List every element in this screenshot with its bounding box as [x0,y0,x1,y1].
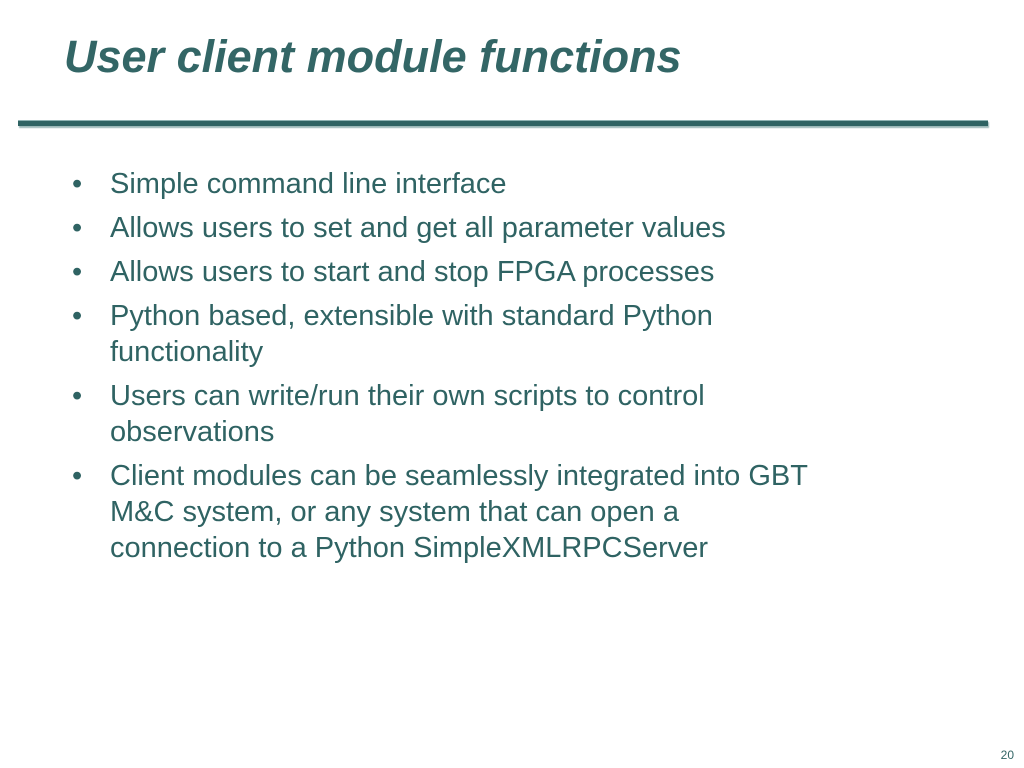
bullet-text: Allows users to start and stop FPGA proc… [110,256,715,288]
bullet-icon: • [72,212,83,244]
page-number: 20 [1000,748,1014,762]
bullet-item-6: • Client modules can be seamlessly integ… [72,458,972,566]
bullet-icon: • [72,300,83,332]
title-divider [18,120,988,126]
slide-title: User client module functions [64,31,682,82]
bullet-item-2: • Allows users to set and get all parame… [72,210,972,246]
bullet-item-3: • Allows users to start and stop FPGA pr… [72,254,972,290]
bullet-text: Users can write/run their own scripts to… [110,380,705,448]
bullet-list: • Simple command line interface • Allows… [72,166,972,574]
bullet-item-5: • Users can write/run their own scripts … [72,378,972,450]
bullet-icon: • [72,460,83,492]
bullet-text: Python based, extensible with standard P… [110,300,713,368]
bullet-icon: • [72,256,83,288]
bullet-icon: • [72,168,83,200]
bullet-text: Allows users to set and get all paramete… [110,212,726,244]
bullet-icon: • [72,380,83,412]
bullet-text: Simple command line interface [110,168,507,200]
bullet-item-1: • Simple command line interface [72,166,972,202]
bullet-text: Client modules can be seamlessly integra… [110,460,808,564]
bullet-item-4: • Python based, extensible with standard… [72,298,972,370]
